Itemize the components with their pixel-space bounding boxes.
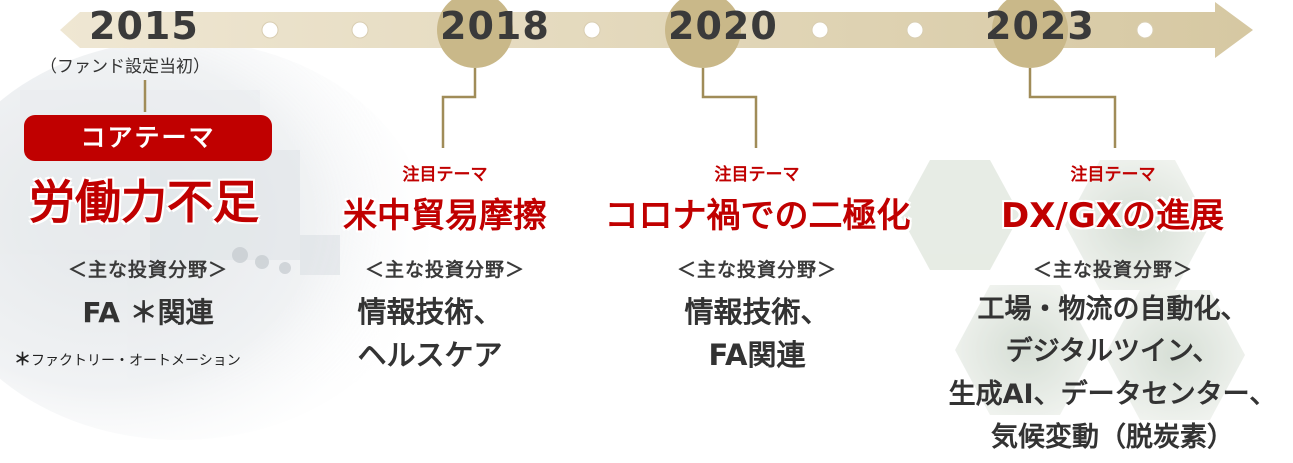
field-2018-1: 情報技術、	[357, 295, 503, 329]
field-2020-1: 情報技術、	[684, 295, 830, 329]
field-2023-3: 生成AI、データセンター、	[948, 379, 1277, 410]
year-2023: 2023	[985, 4, 1095, 48]
year-2015: 2015	[89, 4, 199, 48]
fields-label-2023: ＜主な投資分野＞	[1032, 259, 1193, 281]
hexagon-photo-background	[900, 160, 1245, 420]
timeline-arrow	[60, 2, 1253, 58]
field-2020-2: FA関連	[708, 338, 806, 372]
focus-theme-2023: DX/GXの進展	[1001, 196, 1224, 236]
field-2023-4: 気候変動（脱炭素）	[991, 422, 1234, 453]
fields-label-2015: ＜主な投資分野＞	[67, 259, 228, 281]
footnote: ＊ファクトリー・オートメーション	[14, 345, 241, 370]
factory-photo-background	[0, 40, 430, 440]
timeline-dots	[261, 21, 1154, 39]
focus-theme-2020: コロナ禍での二極化	[604, 196, 911, 236]
focus-theme-2018: 米中貿易摩擦	[343, 196, 547, 236]
field-2023-1: 工場・物流の自動化、	[977, 294, 1248, 325]
fields-label-2020: ＜主な投資分野＞	[676, 259, 837, 281]
focus-theme-label-2018: 注目テーマ	[402, 165, 488, 185]
field-2023-2: デジタルツイン、	[1005, 336, 1220, 367]
field-2015-1: FA ＊関連	[82, 296, 214, 329]
milestone-circles	[437, 0, 1068, 68]
core-theme-title: 労働力不足	[29, 175, 259, 229]
footnote-text: ファクトリー・オートメーション	[31, 353, 241, 369]
year-note: （ファンド設定当初）	[40, 57, 210, 77]
milestone-connectors	[143, 68, 1117, 148]
focus-theme-label-2023: 注目テーマ	[1070, 165, 1156, 185]
focus-theme-label-2020: 注目テーマ	[714, 165, 800, 185]
year-2018: 2018	[440, 4, 550, 48]
field-2018-2: ヘルスケア	[357, 338, 503, 372]
footnote-mark: ＊	[14, 350, 31, 370]
fields-label-2018: ＜主な投資分野＞	[364, 259, 525, 281]
year-2020: 2020	[668, 4, 778, 48]
core-theme-badge: コアテーマ	[24, 115, 272, 161]
